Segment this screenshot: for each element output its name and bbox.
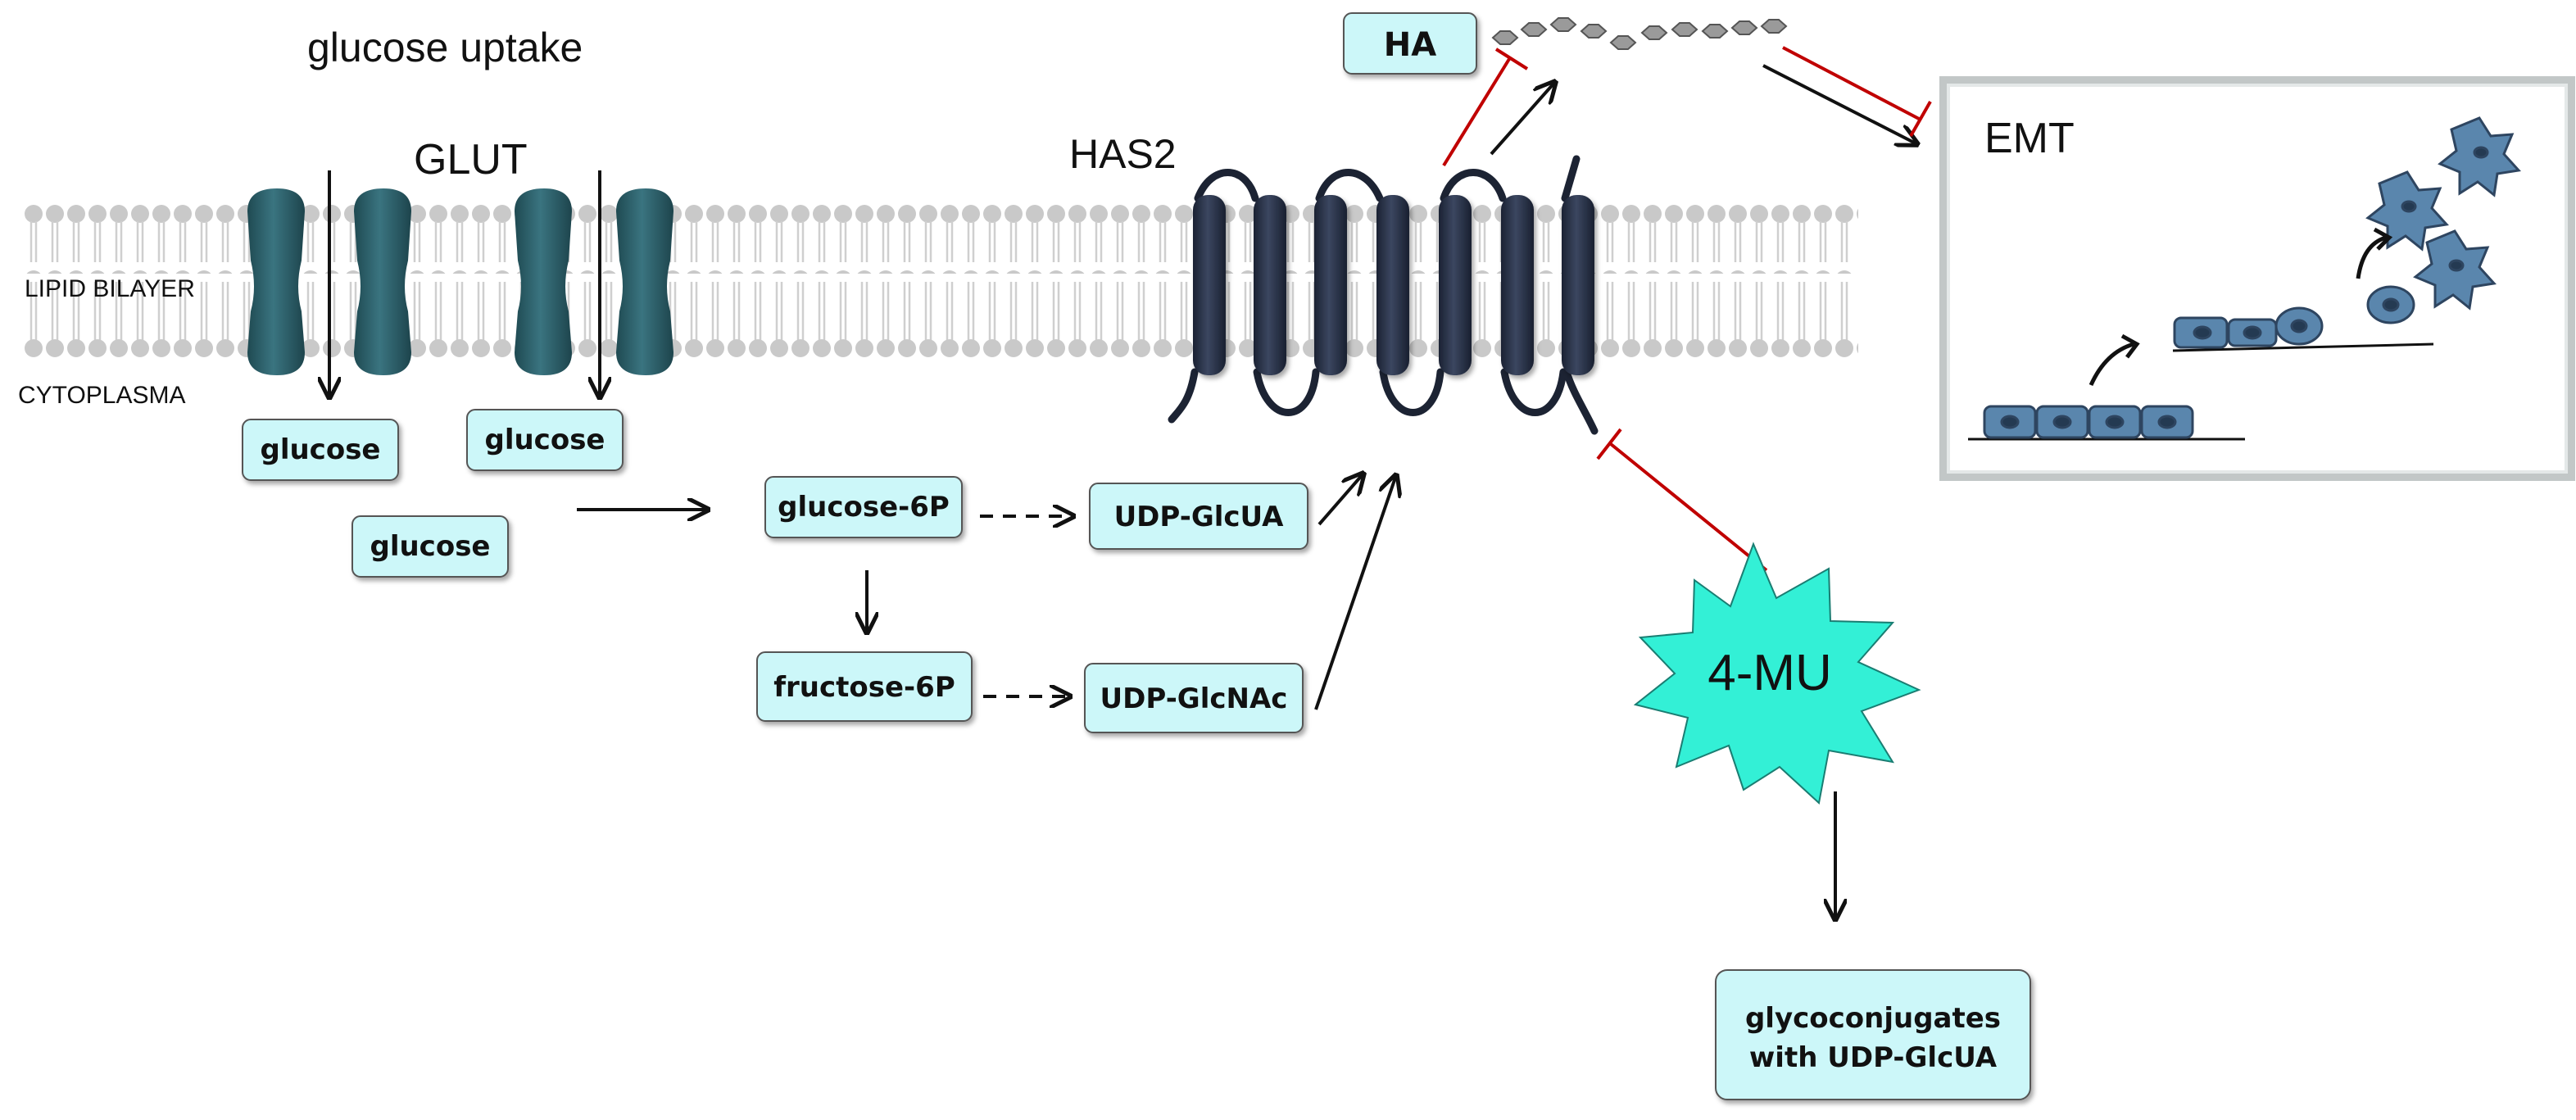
glucose6p-label: glucose-6P <box>778 491 950 524</box>
glut-label: GLUT <box>414 136 528 184</box>
fructose6p-label: fructose-6P <box>773 671 955 704</box>
ha-release-arrow <box>1490 82 1555 156</box>
udp-glcnac-box <box>1084 663 1304 733</box>
ha-box <box>1343 12 1477 75</box>
has2-protein <box>1168 155 1599 435</box>
ha-release-inhibition <box>1442 48 1529 167</box>
emt-label: EMT <box>1984 115 2075 162</box>
glucose-box-a <box>242 419 399 481</box>
udp-glcnac-label: UDP-GlcNAc <box>1100 682 1288 715</box>
has2-helices <box>1193 195 1594 375</box>
has2-label: HAS2 <box>1069 131 1177 177</box>
ha-chain <box>1491 17 1788 50</box>
udp-glcua-label: UDP-GlcUA <box>1114 501 1285 533</box>
udp-glcua-box <box>1089 483 1308 550</box>
glucose-box-a-label: glucose <box>260 433 380 466</box>
glycoconjugates-box <box>1715 969 2031 1100</box>
emt-cells <box>1968 116 2521 441</box>
four-mu-inhibition <box>1596 428 1768 572</box>
ha-label: HA <box>1384 26 1436 64</box>
udpglcnac-to-has2-arrow <box>1314 475 1396 710</box>
glucose-box-c-label: glucose <box>370 530 490 563</box>
glucose6p-box <box>764 476 963 538</box>
four-mu-starburst <box>1633 542 1921 805</box>
glucose-box-b-label: glucose <box>484 424 605 456</box>
four-mu-label: 4-MU <box>1708 645 1832 701</box>
glucose-uptake-label: glucose uptake <box>307 25 583 70</box>
emt-transition-arrows <box>2088 227 2393 387</box>
udpglcua-to-has2-arrow <box>1317 474 1363 526</box>
glucose-box-c <box>351 515 509 578</box>
glut-transporter-left <box>247 188 411 375</box>
lipid-bilayer-label: LIPID BILAYER <box>25 275 195 302</box>
glycoconjugates-label-line1: glycoconjugates <box>1745 1002 2001 1035</box>
glycoconjugates-label-line2: with UDP-GlcUA <box>1749 1041 1998 1074</box>
ha-to-emt-arrow <box>1762 64 1917 144</box>
fructose6p-box <box>756 651 973 722</box>
glut-transporter-right <box>515 188 673 375</box>
ha-to-emt-inhibition <box>1782 46 1932 137</box>
cytoplasma-label: CYTOPLASMA <box>18 382 186 409</box>
glucose-box-b <box>466 409 624 471</box>
